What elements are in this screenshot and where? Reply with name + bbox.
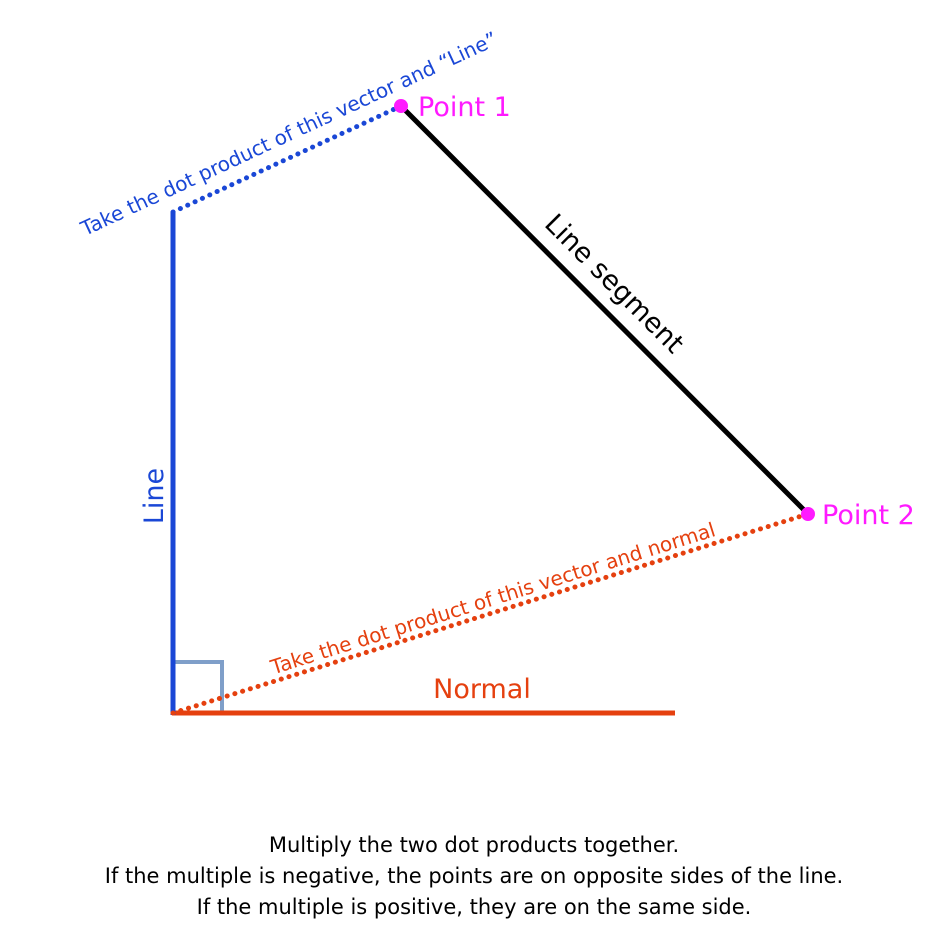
- normal-label: Normal: [433, 674, 531, 705]
- point2-vector-dotted: [170, 511, 811, 716]
- point1-vector-dotted: [170, 103, 404, 215]
- point2-label: Point 2: [822, 500, 915, 531]
- point1-label: Point 1: [418, 92, 511, 123]
- line-segment: [399, 104, 810, 516]
- point2-marker: [801, 507, 815, 521]
- line-segment-label: Line segment: [538, 208, 690, 360]
- caption-line: Multiply the two dot products together.: [268, 833, 680, 857]
- dot-product-line-annotation: Take the dot product of this vector and …: [76, 27, 501, 241]
- caption-line: If the multiple is negative, the points …: [104, 864, 844, 888]
- point1-marker: [394, 99, 408, 113]
- explanation-caption: Multiply the two dot products together. …: [0, 830, 948, 923]
- caption-line: If the multiple is positive, they are on…: [196, 895, 752, 919]
- right-angle-marker: [173, 660, 224, 713]
- line-label: Line: [139, 468, 170, 524]
- dot-product-normal-annotation: Take the dot product of this vector and …: [267, 517, 719, 679]
